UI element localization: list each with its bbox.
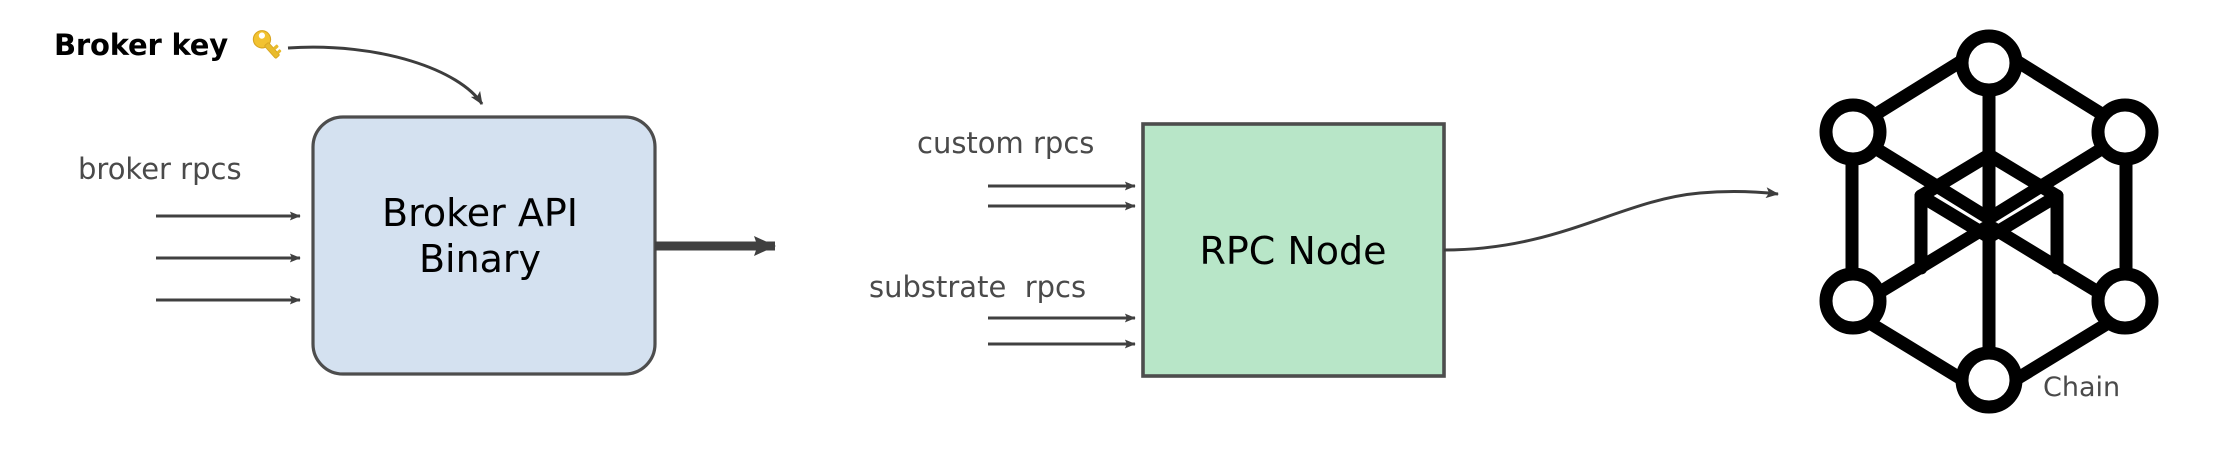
broker-key-label: Broker key xyxy=(54,28,228,62)
chain-node-lower-right xyxy=(2091,267,2159,335)
custom-rpcs-arrow-group xyxy=(988,181,1136,211)
substrate-rpcs-label: substrate rpcs xyxy=(869,270,1087,304)
broker-api-binary-node[interactable] xyxy=(311,115,657,376)
chain-node-upper-left xyxy=(1819,98,1887,166)
key-icon xyxy=(252,30,282,59)
chain-node-bottom xyxy=(1955,346,2023,414)
rpc-node-box[interactable] xyxy=(1141,122,1446,378)
rpc-to-chain-curved-arrow xyxy=(1443,187,1779,252)
broker-rpcs-arrow-group xyxy=(156,211,301,305)
broker-key-curved-arrow xyxy=(287,45,484,105)
chain-node-upper-right xyxy=(2091,98,2159,166)
chain-node-lower-left xyxy=(1819,267,1887,335)
rpc-node-node[interactable] xyxy=(1141,122,1446,378)
substrate-rpcs-arrow-group xyxy=(988,313,1136,349)
chain-network-cube-icon xyxy=(1819,29,2159,414)
chain-node-top xyxy=(1955,29,2023,97)
broker-rpcs-label: broker rpcs xyxy=(78,152,242,186)
chain-caption-label: Chain xyxy=(2043,372,2121,403)
broker-api-binary-box[interactable] xyxy=(311,115,657,376)
custom-rpcs-label: custom rpcs xyxy=(917,126,1095,160)
